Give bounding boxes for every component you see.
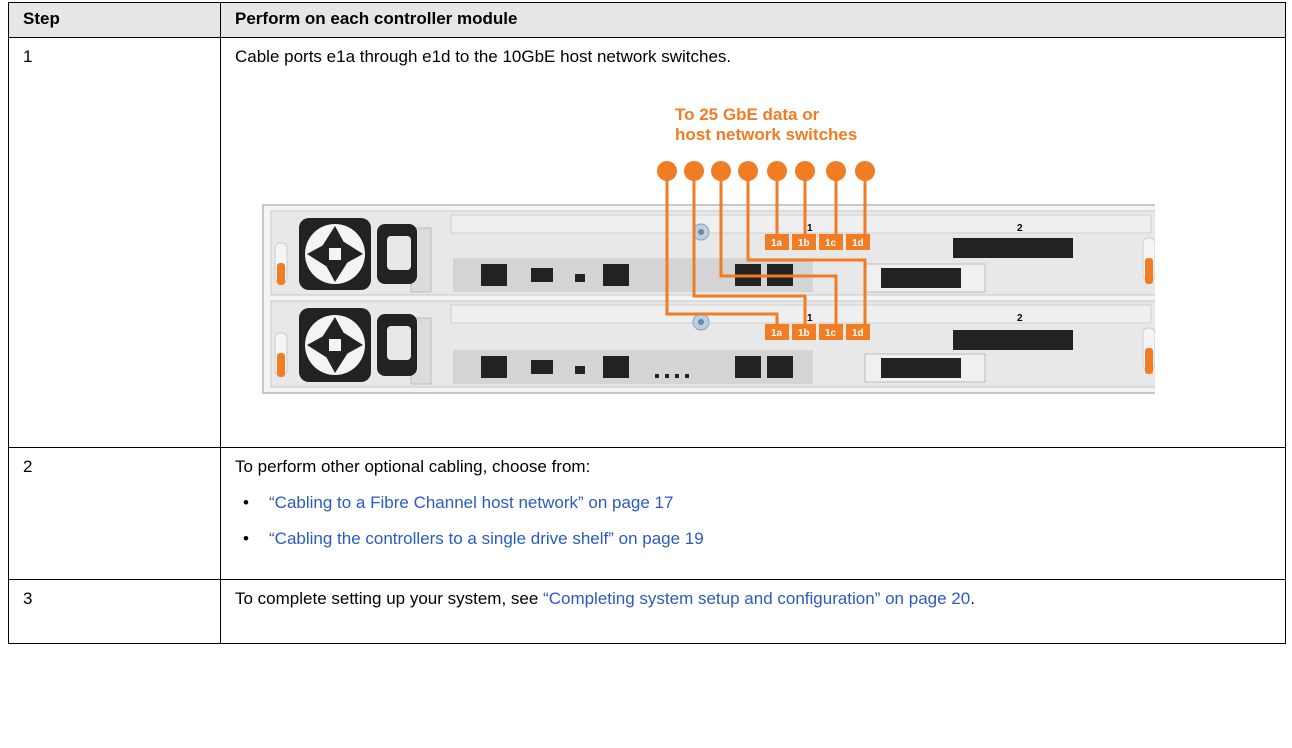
list-item: “Cabling to a Fibre Channel host network…: [235, 492, 1271, 514]
header-action: Perform on each controller module: [220, 2, 1286, 38]
step-text: Cable ports e1a through e1d to the 10GbE…: [235, 47, 732, 66]
handle-icon: [274, 242, 288, 377]
step-text: To perform other optional cabling, choos…: [235, 457, 591, 476]
port-label: 1c: [825, 238, 837, 249]
step-number: 1: [8, 37, 221, 448]
step-text-end: .: [970, 589, 975, 608]
port-label: 1c: [825, 328, 837, 339]
option-list: “Cabling to a Fibre Channel host network…: [235, 492, 1271, 550]
header-step: Step: [8, 2, 221, 38]
status-led-icon: [692, 223, 710, 331]
slot2-label-b: 2: [1017, 313, 1023, 324]
port-label: 1d: [852, 238, 864, 249]
link-completing-setup[interactable]: “Completing system setup and configurati…: [543, 589, 971, 608]
callout-line-1: To 25 GbE data or: [675, 105, 820, 124]
controller-cabling-svg: To 25 GbE data or host network switches: [262, 105, 1155, 394]
orange-ports-b: 1a 1b 1c 1d: [765, 324, 870, 340]
step-number: 3: [8, 579, 221, 644]
steps-table: Step Perform on each controller module 1…: [8, 2, 1286, 644]
table-row: 1 Cable ports e1a through e1d to the 10G…: [8, 37, 1286, 448]
fan-icon: [299, 218, 371, 382]
handle-icon: [1142, 237, 1155, 374]
link-single-drive-shelf[interactable]: “Cabling the controllers to a single dri…: [269, 529, 704, 548]
onboard-ports-b: [481, 356, 793, 378]
port-label: 1a: [771, 238, 783, 249]
onboard-ports-a: [481, 264, 793, 286]
cable-lines: [665, 171, 867, 324]
step-content: To complete setting up your system, see …: [220, 579, 1286, 644]
cable-connector-icons: [657, 161, 875, 181]
table-row: 3 To complete setting up your system, se…: [8, 579, 1286, 644]
slot2-ports: [864, 238, 1073, 383]
port-label: 1b: [798, 328, 810, 339]
port-label: 1a: [771, 328, 783, 339]
list-item: “Cabling the controllers to a single dri…: [235, 528, 1271, 550]
callout-line-2: host network switches: [675, 125, 857, 144]
port-label: 1d: [852, 328, 864, 339]
orange-ports-a: 1a 1b 1c 1d: [765, 234, 870, 250]
table-header-row: Step Perform on each controller module: [8, 2, 1286, 38]
slot1-label-b: 1: [807, 313, 813, 324]
table-row: 2 To perform other optional cabling, cho…: [8, 447, 1286, 580]
port-label: 1b: [798, 238, 810, 249]
step-number: 2: [8, 447, 221, 580]
slot1-label-a: 1: [807, 223, 813, 234]
step-content: To perform other optional cabling, choos…: [220, 447, 1286, 580]
step-content: Cable ports e1a through e1d to the 10GbE…: [220, 37, 1286, 448]
cabling-diagram: To 25 GbE data or host network switches: [235, 78, 1155, 408]
slot2-label-a: 2: [1017, 223, 1023, 234]
link-fibre-channel[interactable]: “Cabling to a Fibre Channel host network…: [269, 493, 674, 512]
power-socket-icon: [377, 224, 417, 376]
step-text: To complete setting up your system, see: [235, 589, 544, 608]
